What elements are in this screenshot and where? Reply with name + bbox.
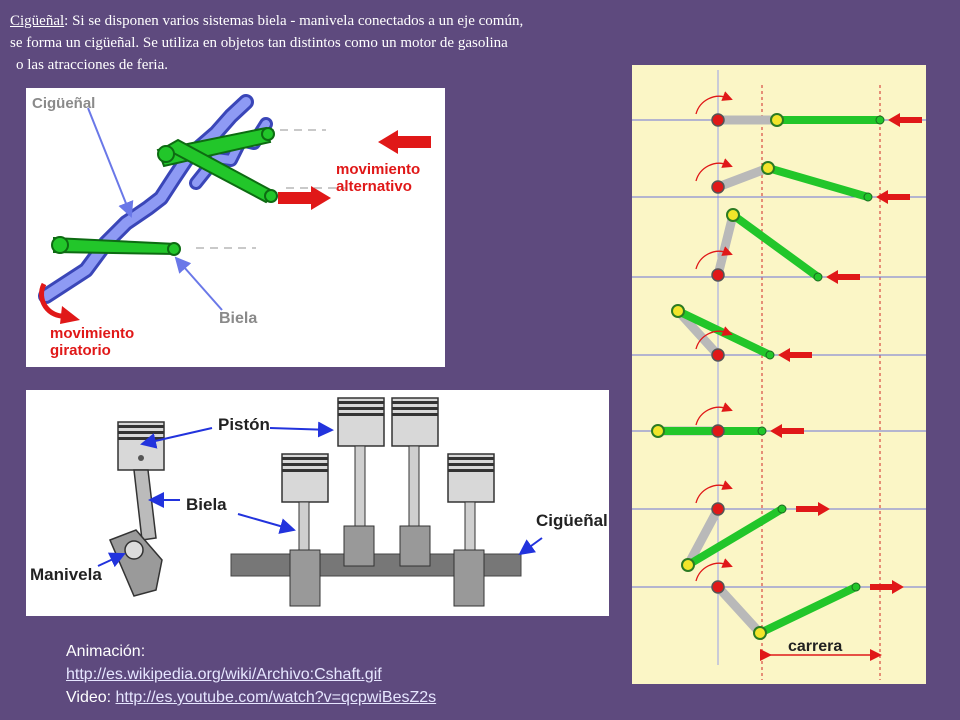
crankshaft-shaft	[38, 94, 273, 304]
force-arrow-icon	[796, 502, 830, 516]
crankshaft-figure: Cigüeñal movimiento alternativo Biela mo…	[26, 88, 445, 367]
animation-label: Animación:	[66, 643, 146, 660]
piston-drawing: Pistón Biela Manivela Cigüeñal	[30, 397, 608, 607]
label-reciprocating-1: movimiento	[336, 161, 420, 178]
crank-arm	[713, 582, 765, 638]
crank-pin-dot	[761, 161, 775, 175]
rod-end-dot	[777, 504, 787, 514]
rotation-arrow-icon	[695, 158, 733, 182]
links-section: Animación: http://es.wikipedia.org/wiki/…	[66, 640, 436, 709]
label-crankshaft: Cigüeñal	[32, 95, 95, 112]
intro-text: Cigüeñal: Si se disponen varios sistemas…	[10, 10, 660, 76]
piston-figure: Pistón Biela Manivela Cigüeñal	[26, 390, 609, 616]
crank-pin-dot	[681, 558, 695, 572]
crank-arm	[683, 504, 723, 570]
force-arrow-icon	[778, 348, 812, 362]
push-arrow-icon	[278, 186, 331, 210]
rotation-arrow-icon	[695, 558, 733, 582]
rod-end-dot	[765, 350, 775, 360]
crank-center-dot	[711, 424, 725, 438]
label-rod: Biela	[219, 310, 257, 327]
label-rotary-1: movimiento	[50, 325, 134, 342]
stroke-sequence-figure: carrera	[632, 65, 926, 684]
piston-row	[281, 397, 495, 607]
rod-end-dot	[875, 115, 885, 125]
force-arrow-icon	[870, 580, 904, 594]
force-arrow-icon	[826, 270, 860, 284]
rotation-arrow-icon	[695, 91, 733, 115]
video-label: Video:	[66, 689, 116, 706]
animation-link[interactable]: http://es.wikipedia.org/wiki/Archivo:Csh…	[66, 666, 382, 683]
crank-pin-dot	[651, 424, 665, 438]
intro-line-3: o las atracciones de feria.	[16, 57, 168, 73]
connecting-rod	[674, 307, 774, 359]
crank-center-dot	[711, 502, 725, 516]
label-stroke: carrera	[788, 638, 842, 655]
crank-center-dot	[711, 580, 725, 594]
connecting-rod	[684, 505, 786, 569]
force-arrow-icon	[888, 113, 922, 127]
crank-pin-dot	[671, 304, 685, 318]
connecting-rod	[756, 583, 860, 637]
rotation-arrow-icon	[39, 282, 67, 319]
stroke-sequence-drawing: carrera	[632, 70, 926, 680]
label-reciprocating-2: alternativo	[336, 178, 412, 195]
intro-term: Cigüeñal	[10, 13, 65, 29]
rotation-arrow-icon	[695, 246, 733, 270]
label-crankshaft: Cigüeñal	[536, 511, 608, 530]
connecting-rod	[764, 164, 872, 201]
rotation-arrow-icon	[695, 326, 733, 350]
crank-pin-dot	[770, 113, 784, 127]
label-rotary-2: giratorio	[50, 342, 111, 359]
rod-end-dot	[851, 582, 861, 592]
connecting-rod	[729, 211, 822, 281]
rotation-arrow-icon	[695, 480, 733, 504]
label-crank: Manivela	[30, 565, 102, 584]
push-arrow-icon	[378, 130, 431, 154]
label-piston: Pistón	[218, 415, 270, 434]
crank-arm	[713, 163, 773, 192]
label-rod: Biela	[186, 495, 227, 514]
crank-center-dot	[711, 113, 725, 127]
crank-center-dot	[711, 180, 725, 194]
crank-arm	[713, 210, 738, 280]
rod-end-dot	[813, 272, 823, 282]
rotation-arrow-icon	[695, 402, 733, 426]
crank-center-dot	[711, 348, 725, 362]
video-link[interactable]: http://es.youtube.com/watch?v=qcpwiBesZ2…	[115, 689, 437, 706]
single-piston-assembly	[109, 421, 165, 597]
crank-center-dot	[711, 268, 725, 282]
crank-pin-dot	[726, 208, 740, 222]
rod-end-dot	[863, 192, 873, 202]
rod-end-dot	[757, 426, 767, 436]
intro-line-2: se forma un cigüeñal. Se utiliza en obje…	[10, 35, 508, 51]
intro-line-1: : Si se disponen varios sistemas biela -…	[64, 13, 524, 29]
connecting-rods	[51, 126, 278, 256]
force-arrow-icon	[876, 190, 910, 204]
force-arrow-icon	[770, 424, 804, 438]
crankshaft-drawing: Cigüeñal movimiento alternativo Biela mo…	[32, 94, 431, 359]
crank-pin-dot	[753, 626, 767, 640]
